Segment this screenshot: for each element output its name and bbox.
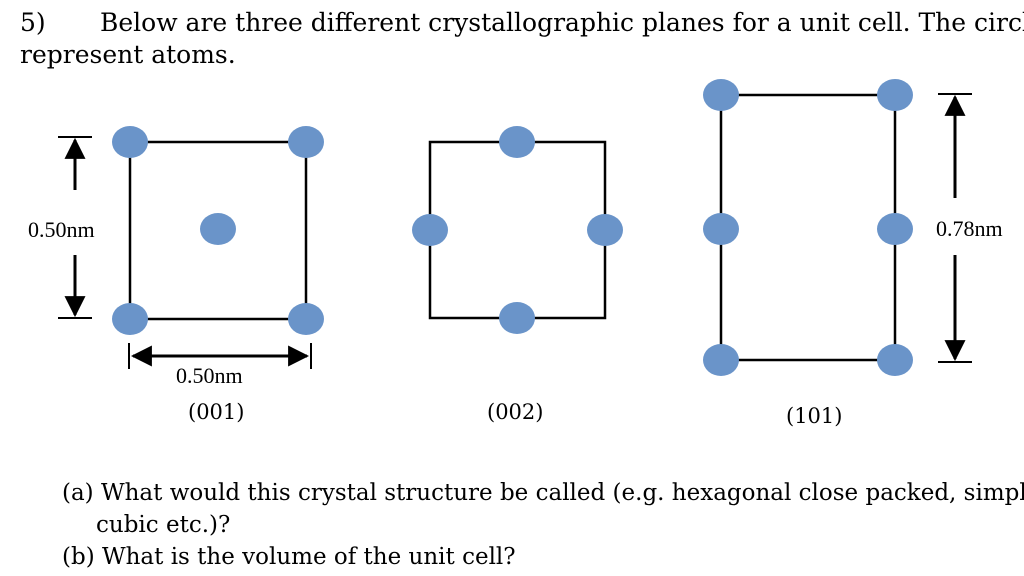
crystal-planes-figure: 0.50nm 0.50nm (001) (002) 0.78nm (101) bbox=[28, 79, 1003, 428]
plane-001-atom-bottom-left bbox=[112, 303, 148, 335]
plane-101-atom-top-left bbox=[703, 79, 739, 111]
part-a-line2: cubic etc.)? bbox=[96, 512, 231, 538]
plane-label-002: (002) bbox=[487, 400, 543, 424]
plane-002-diagram bbox=[412, 126, 623, 334]
question-intro-line2: represent atoms. bbox=[20, 40, 236, 69]
plane-002-square bbox=[428, 140, 607, 320]
part-a-line1: (a) What would this crystal structure be… bbox=[62, 480, 1024, 506]
plane-label-001: (001) bbox=[188, 400, 244, 424]
question-intro-line1: Below are three different crystallograph… bbox=[100, 8, 1024, 37]
plane-101-atom-bottom-right bbox=[877, 344, 913, 376]
plane-101-diagram bbox=[703, 79, 913, 376]
bottom-dimension: 0.50nm bbox=[128, 343, 312, 388]
plane-002-atom-bottom bbox=[499, 302, 535, 334]
plane-101-atom-middle-right bbox=[877, 213, 913, 245]
plane-002-atom-top bbox=[499, 126, 535, 158]
right-dimension: 0.78nm bbox=[936, 93, 1003, 363]
plane-101-atom-top-right bbox=[877, 79, 913, 111]
plane-001-atom-center bbox=[200, 213, 236, 245]
plane-101-atom-bottom-left bbox=[703, 344, 739, 376]
plane-001-atom-top-right bbox=[288, 126, 324, 158]
plane-001-atom-top-left bbox=[112, 126, 148, 158]
plane-002-atom-right bbox=[587, 214, 623, 246]
part-b: (b) What is the volume of the unit cell? bbox=[62, 544, 516, 570]
plane-001-atom-bottom-right bbox=[288, 303, 324, 335]
bottom-dim-label: 0.50nm bbox=[176, 363, 243, 388]
plane-001-square bbox=[128, 140, 308, 321]
plane-002-atom-left bbox=[412, 214, 448, 246]
plane-label-101: (101) bbox=[786, 404, 842, 428]
plane-101-atom-middle-left bbox=[703, 213, 739, 245]
right-dim-label: 0.78nm bbox=[936, 216, 1003, 241]
left-dim-label: 0.50nm bbox=[28, 217, 95, 242]
question-number: 5) bbox=[20, 8, 46, 37]
plane-001-diagram bbox=[112, 126, 324, 335]
left-dimension: 0.50nm bbox=[28, 136, 95, 319]
plane-101-rectangle bbox=[719, 93, 897, 362]
